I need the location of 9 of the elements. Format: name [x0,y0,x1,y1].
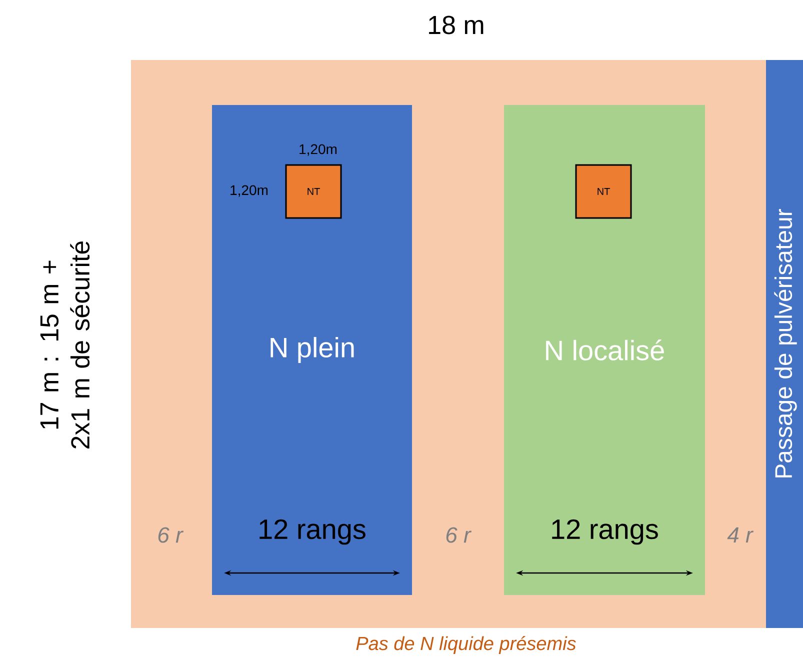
plot-square: NT [575,164,632,219]
dimension-label: 1,20m [230,185,268,197]
note-text: Pas de N liquide présemis [356,636,576,654]
sprayer-lane: Passage de pulvérisateur [766,60,803,628]
row-count-label: 6 r [446,527,472,543]
plot-square: NT [285,164,342,219]
row-count-label: 6 r [158,527,184,543]
dimension-label: 18 m [429,16,484,34]
dimension-label: 17 m : 15 m + 2x1 m de sécurité [40,241,90,448]
